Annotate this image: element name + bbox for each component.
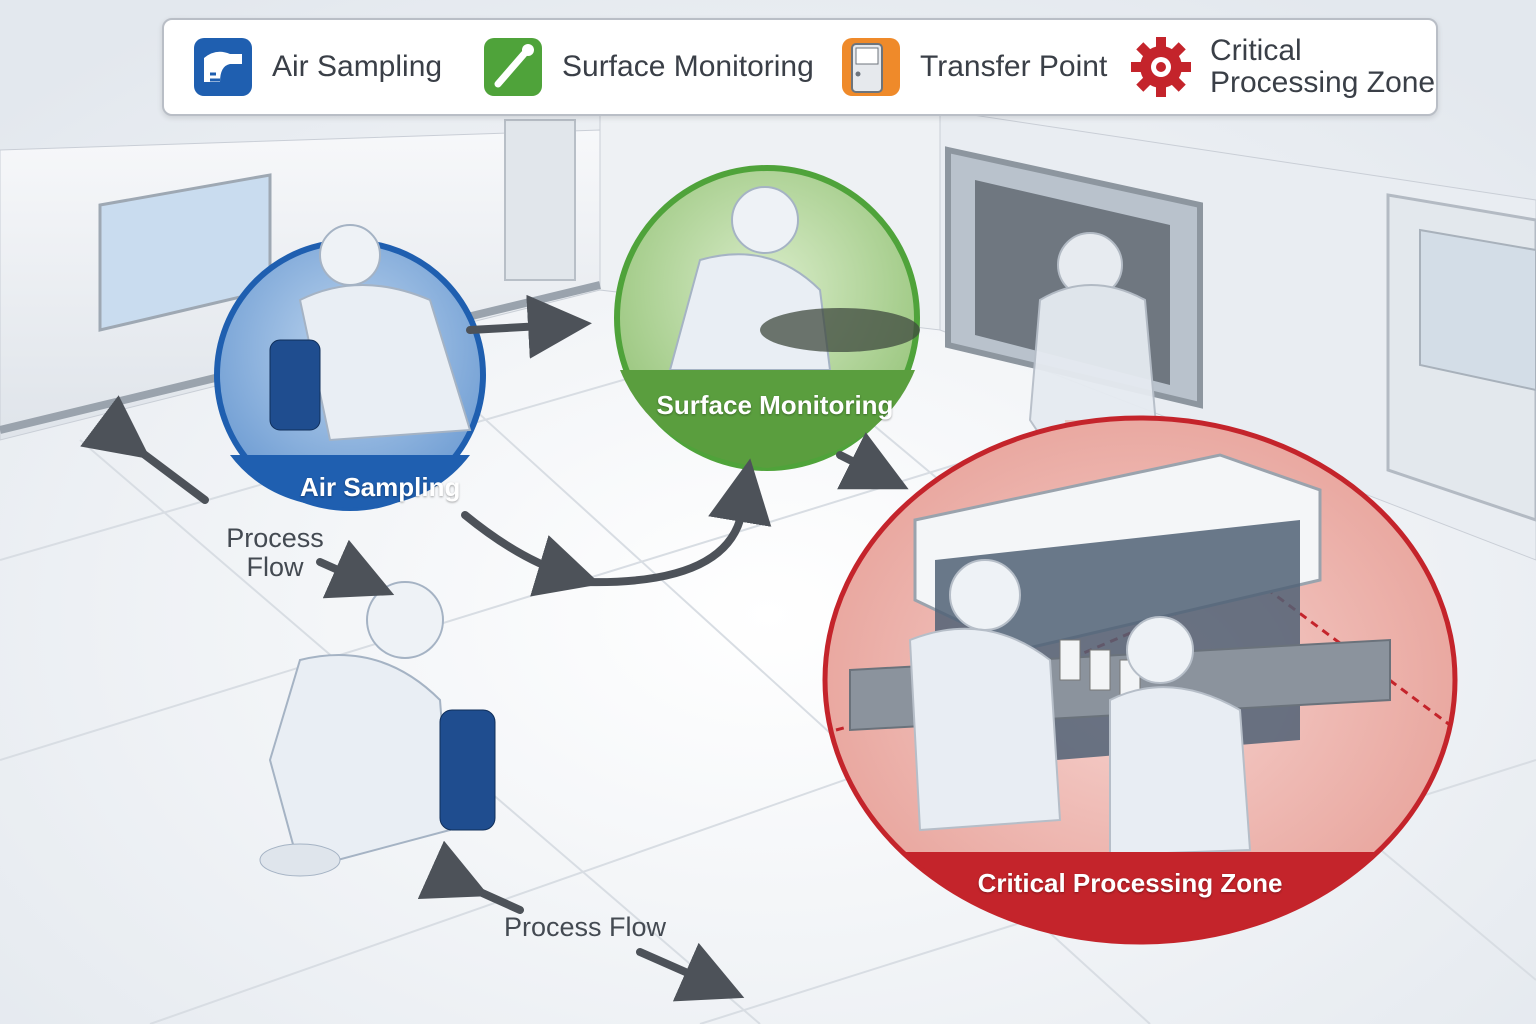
legend-item-air-sampling: Air Sampling	[190, 34, 442, 100]
door-icon	[842, 38, 900, 96]
legend-item-surface-monitoring: Surface Monitoring	[480, 34, 814, 100]
worker-surface-monitoring	[668, 186, 920, 371]
process-flow-label-line: Process	[226, 523, 324, 553]
process-flow-label-line: Flow	[246, 552, 304, 582]
air-sampling-label: Air Sampling	[300, 472, 461, 502]
legend-label: Transfer Point	[920, 50, 1108, 83]
worker-air-sampling	[269, 224, 472, 442]
worker-critical-2	[1109, 616, 1252, 857]
swab-icon	[484, 38, 542, 96]
legend-label: Surface Monitoring	[562, 50, 814, 83]
process-flow-arrows	[80, 294, 909, 1002]
gear-icon	[1131, 37, 1191, 97]
legend-item-transfer-point: Transfer Point	[838, 34, 1107, 100]
process-flow-label-lower: Process Flow	[503, 912, 667, 942]
wall-door	[504, 119, 576, 281]
legend-label-line: Processing Zone	[1210, 66, 1436, 99]
legend-label: Air Sampling	[272, 50, 443, 83]
critical-zone-label: Critical Processing Zone	[977, 868, 1283, 898]
surface-monitoring-label: Surface Monitoring	[656, 390, 894, 420]
critical-zone-band	[905, 852, 1380, 942]
air-sampling-band	[230, 455, 470, 508]
legend: Air Sampling Surface Monitoring Transfer…	[162, 18, 1438, 116]
worker-foreground	[259, 581, 496, 877]
air-sampling-icon	[194, 38, 252, 96]
legend-label-line: Critical	[1210, 34, 1302, 67]
worker-critical-1	[908, 559, 1062, 832]
